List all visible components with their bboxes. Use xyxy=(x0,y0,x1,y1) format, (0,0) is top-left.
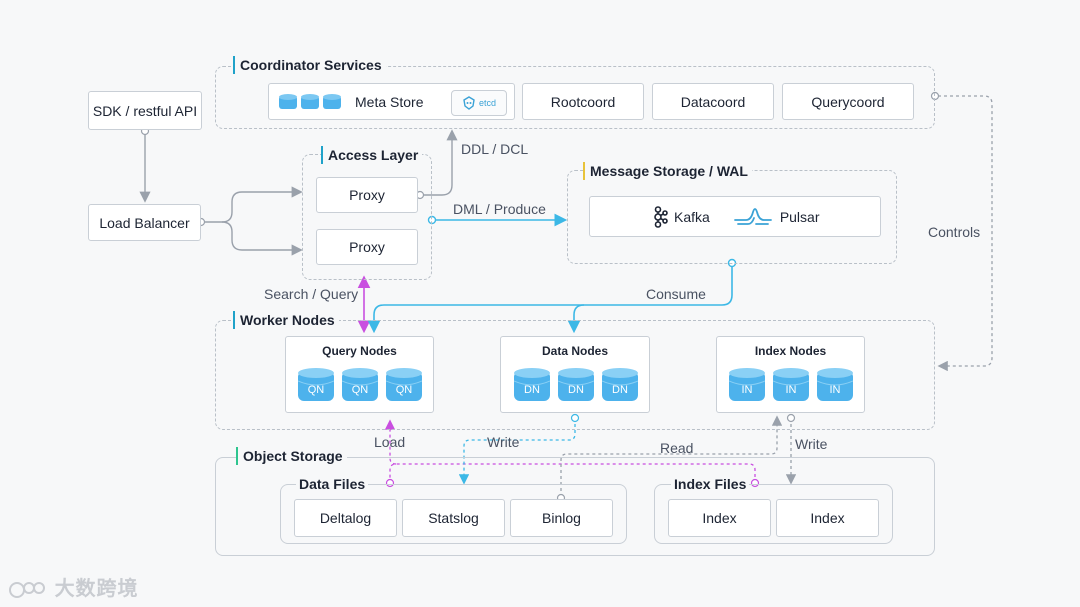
ddl-dcl-edge xyxy=(422,129,458,196)
load-balancer-label: Load Balancer xyxy=(99,214,190,231)
data-node-cylinder: DN xyxy=(557,367,595,403)
wal-box: Kafka Pulsar xyxy=(589,196,881,237)
proxy-label: Proxy xyxy=(349,239,385,255)
query-node-label: QN xyxy=(307,384,325,396)
kafka-icon xyxy=(654,205,668,228)
data-nodes-title: Data Nodes xyxy=(541,344,609,358)
data-node-label: DN xyxy=(612,384,628,396)
index-label: Index xyxy=(702,510,737,526)
watermark-logo-icon xyxy=(8,579,48,601)
index-box-2: Index xyxy=(776,499,879,537)
etcd-icon xyxy=(463,96,475,110)
query-node-cylinder: QN xyxy=(297,367,335,403)
index-node-cylinder: IN xyxy=(816,367,854,403)
binlog-label: Binlog xyxy=(542,510,581,526)
worker-nodes-title: Worker Nodes xyxy=(233,311,339,329)
load-label: Load xyxy=(374,434,406,450)
statslog-label: Statslog xyxy=(428,510,479,526)
proxy-box-1: Proxy xyxy=(316,177,418,213)
pulsar-label: Pulsar xyxy=(779,208,820,225)
ddl-dcl-label: DDL / DCL xyxy=(461,141,529,157)
rootcoord-label: Rootcoord xyxy=(550,93,616,110)
meta-store-label: Meta Store xyxy=(355,93,424,110)
binlog-box: Binlog xyxy=(510,499,613,537)
kafka-label: Kafka xyxy=(674,208,710,225)
pulsar-icon xyxy=(733,207,772,225)
watermark: 大数跨境 xyxy=(8,572,139,601)
object-storage-group xyxy=(215,457,935,556)
coordinator-services-title: Coordinator Services xyxy=(233,56,386,74)
access-layer-title: Access Layer xyxy=(321,146,423,164)
data-nodes-box: Data Nodes DN DN DN xyxy=(500,336,650,413)
datacoord-label: Datacoord xyxy=(680,93,746,110)
data-files-title: Data Files xyxy=(296,476,369,492)
index-node-label: IN xyxy=(829,384,841,396)
index-box-1: Index xyxy=(668,499,771,537)
meta-store-box: Meta Store etcd xyxy=(268,83,515,120)
write-data-edge xyxy=(458,418,576,485)
message-storage-title: Message Storage / WAL xyxy=(583,162,752,180)
lb-to-proxy2-edge xyxy=(221,221,303,256)
index-files-group xyxy=(654,484,893,544)
object-storage-title: Object Storage xyxy=(236,447,347,465)
index-node-cylinder: IN xyxy=(728,367,766,403)
load-edge xyxy=(389,463,756,483)
controls-edge xyxy=(937,95,993,372)
querycoord-box: Querycoord xyxy=(782,83,914,120)
data-node-label: DN xyxy=(524,384,540,396)
query-nodes-title: Query Nodes xyxy=(322,344,397,358)
proxy-box-2: Proxy xyxy=(316,229,418,265)
write-data-label: Write xyxy=(487,434,520,450)
query-node-cylinder: QN xyxy=(341,367,379,403)
data-node-label: DN xyxy=(568,384,584,396)
write-index-label: Write xyxy=(795,436,828,452)
index-node-label: IN xyxy=(741,384,753,396)
proxy-label: Proxy xyxy=(349,187,385,203)
controls-label: Controls xyxy=(928,224,981,240)
query-node-cylinder: QN xyxy=(385,367,423,403)
database-icon xyxy=(279,93,341,109)
data-node-cylinder: DN xyxy=(513,367,551,403)
etcd-badge-label: etcd xyxy=(478,98,496,108)
search-query-label: Search / Query xyxy=(264,286,359,302)
rootcoord-box: Rootcoord xyxy=(522,83,644,120)
query-node-label: QN xyxy=(395,384,413,396)
etcd-badge: etcd xyxy=(451,90,507,116)
sdk-box: SDK / restful API xyxy=(88,91,202,130)
deltalog-box: Deltalog xyxy=(294,499,397,537)
index-nodes-title: Index Nodes xyxy=(754,344,827,358)
load-balancer-box: Load Balancer xyxy=(88,204,201,241)
querycoord-label: Querycoord xyxy=(811,93,885,110)
index-node-cylinder: IN xyxy=(772,367,810,403)
index-node-label: IN xyxy=(785,384,797,396)
worker-nodes-group xyxy=(215,320,935,430)
consume-label: Consume xyxy=(646,286,706,302)
query-node-label: QN xyxy=(351,384,369,396)
index-label: Index xyxy=(810,510,845,526)
coordinator-services-group xyxy=(215,66,935,129)
datacoord-box: Datacoord xyxy=(652,83,774,120)
sdk-label: SDK / restful API xyxy=(92,102,198,119)
dml-produce-label: DML / Produce xyxy=(453,201,546,217)
watermark-text: 大数跨境 xyxy=(54,578,139,600)
statslog-box: Statslog xyxy=(402,499,505,537)
read-label: Read xyxy=(660,440,694,456)
consume-edge xyxy=(367,264,733,334)
query-nodes-box: Query Nodes QN QN QN xyxy=(285,336,434,413)
data-node-cylinder: DN xyxy=(601,367,639,403)
index-files-title: Index Files xyxy=(671,476,750,492)
lb-to-proxy1-edge xyxy=(201,186,303,223)
deltalog-label: Deltalog xyxy=(319,510,372,526)
index-nodes-box: Index Nodes IN IN IN xyxy=(716,336,865,413)
data-files-group xyxy=(280,484,627,544)
